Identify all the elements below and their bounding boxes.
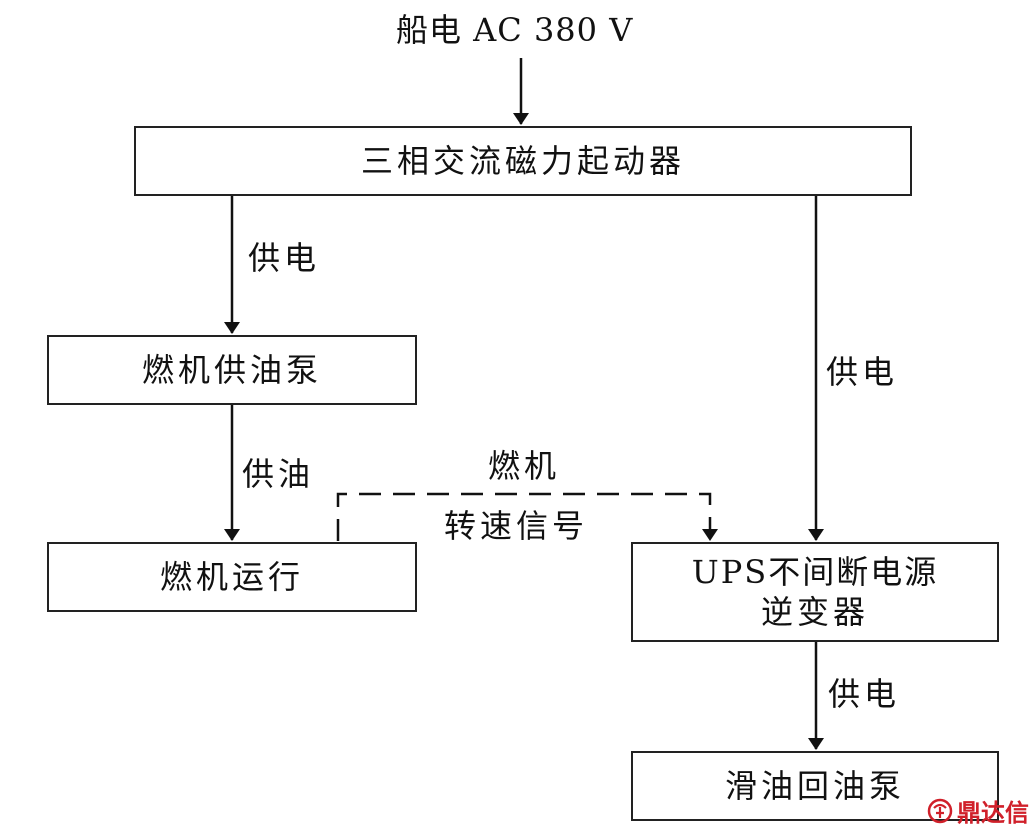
edge-label-signal-line1: 燃机 <box>488 447 561 485</box>
watermark-logo-icon <box>927 798 953 823</box>
node-engine-running: 燃机运行 <box>47 542 417 612</box>
edge-label-ups-to-lube: 供电 <box>828 675 901 713</box>
node-magnetic-starter: 三相交流磁力起动器 <box>134 126 912 196</box>
node-fuel-pump-label: 燃机供油泵 <box>141 351 322 389</box>
edge-label-fuel-supply: 供油 <box>242 455 315 493</box>
edge-label-signal-line2: 转速信号 <box>444 507 589 545</box>
node-ups-inverter: UPS不间断电源 逆变器 <box>631 542 999 642</box>
watermark-text: 鼎达信 <box>957 799 1029 827</box>
node-lube-oil-return-pump: 滑油回油泵 <box>631 751 999 821</box>
node-ups-inverter-line1: UPS不间断电源 <box>691 553 939 591</box>
dashed-speed-signal-line <box>336 492 718 541</box>
node-fuel-pump: 燃机供油泵 <box>47 335 417 405</box>
node-lube-oil-return-pump-label: 滑油回油泵 <box>724 767 905 805</box>
input-power-label: 船电 AC 380 V <box>396 11 634 49</box>
watermark: 鼎达信 <box>927 793 1029 828</box>
edge-label-starter-to-fuel-pump: 供电 <box>248 239 321 277</box>
node-ups-inverter-line2: 逆变器 <box>760 593 869 631</box>
node-engine-running-label: 燃机运行 <box>159 558 304 596</box>
edge-label-starter-to-ups: 供电 <box>826 353 899 391</box>
node-magnetic-starter-label: 三相交流磁力起动器 <box>360 142 685 180</box>
